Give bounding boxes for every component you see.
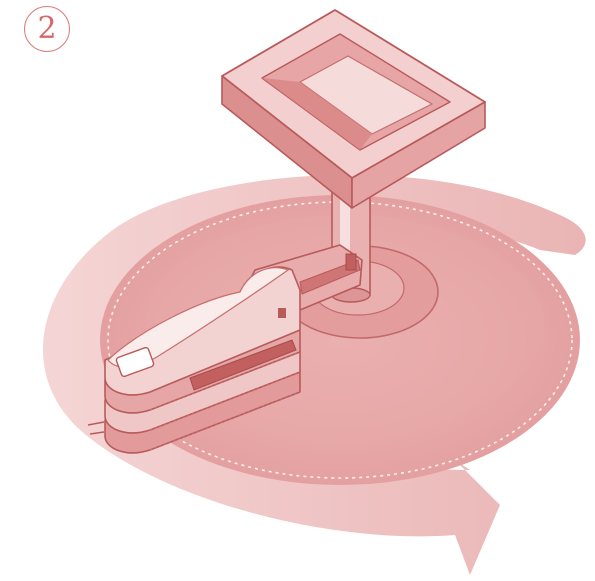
step-number-badge: 2 [24,6,70,52]
tray-icon [222,10,485,208]
step-number: 2 [37,14,56,44]
